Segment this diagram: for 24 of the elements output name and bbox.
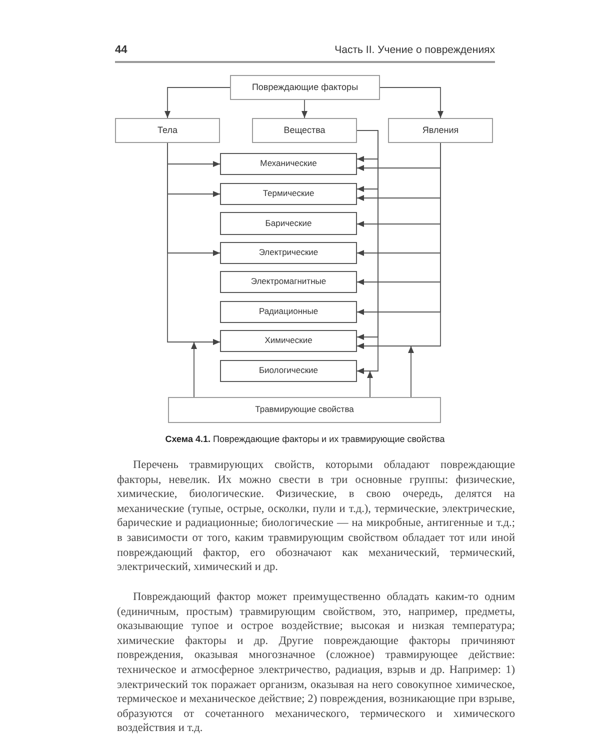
body-paragraph: Повреждающий фактор может преимущественно обладать каким-то одним (единичным, простым) травмирующим свойством, это, например, предметы, оказывающие тупое и острое воздействие; высокая и низкая температура; химические факторы и др. Другие повреждающие факторы причиняют повреждения, оказывая многозначное (сложное) травмирующее действие: техническое и атмосферное электричество, радиация, взрыв и др. Например: 1) электрический ток поражает организм, оказывая на него совокупное химическое, термическое и механическое действие; 2) повреждения, возникающие при взрыве, образуются от сочетанного механического, термического и химического воздействия и т.д. — [117, 590, 515, 736]
page-number: 44 — [115, 44, 128, 56]
category-box: Механические — [220, 153, 357, 175]
arrow — [191, 339, 220, 398]
arrow — [356, 343, 414, 398]
category-box: Явления — [388, 118, 493, 143]
category-box: Тела — [115, 118, 220, 143]
category-box: Травмирующие свойства — [168, 397, 441, 423]
arrow — [380, 87, 444, 118]
arrow — [302, 100, 308, 118]
running-header: Часть II. Учение о повреждениях — [334, 44, 495, 56]
category-box: Барические — [220, 212, 357, 235]
category-box: Термические — [220, 183, 357, 205]
category-box: Электромагнитные — [220, 271, 357, 293]
arrow — [164, 87, 230, 118]
figure-caption: Схема 4.1. Повреждающие факторы и их травмирующие свойства — [164, 434, 446, 444]
category-box: Химические — [220, 330, 357, 352]
category-box: Радиационные — [220, 301, 357, 323]
arrow — [356, 368, 373, 398]
category-box: Вещества — [252, 118, 357, 143]
category-box: Биологические — [220, 360, 357, 382]
body-paragraph: Перечень травмирующих свойств, которыми обладают повреждающие факторы, невелик. Их можно свести в три основные группы: физические, химические, биологические. Физические, в свою очередь, делятся на механические (тупые, острые, осколки, пули и т.д.), термические, электрические, барические и радиационные; биологические — на микробные, антигенные и т.д.; в зависимости от того, каким травмирующим свойством обладает тот или иной повреждающий фактор, его обозначают как механический, термический, электрический, химический и др. — [117, 458, 515, 575]
category-box: Электрические — [220, 242, 357, 264]
category-box: Повреждающие факторы — [230, 75, 380, 100]
